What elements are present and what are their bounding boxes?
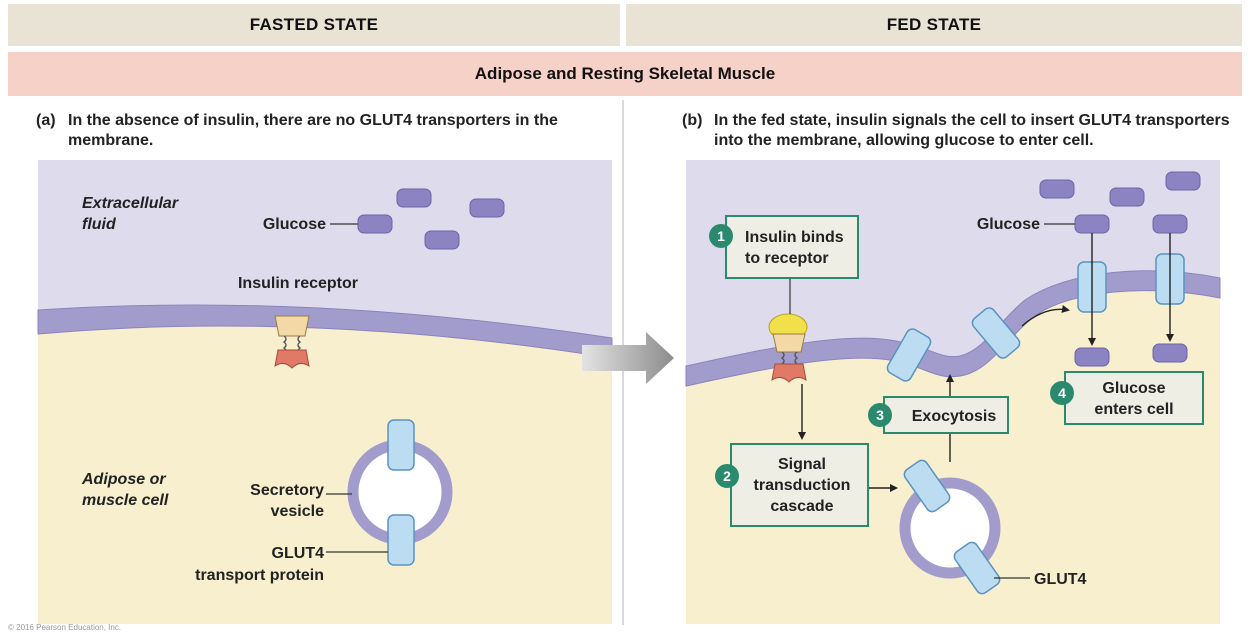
step2-line3: cascade	[770, 498, 833, 515]
caption-a-text: In the absence of insulin, there are no …	[68, 112, 558, 149]
glucose-molecule	[1165, 171, 1201, 191]
step3-box: 3 Exocytosis	[868, 396, 1009, 434]
label-glucose-a: Glucose	[263, 216, 326, 233]
header-fed-state: FED STATE	[626, 4, 1242, 46]
label-cell-line2: muscle cell	[82, 492, 169, 509]
glucose-molecule	[469, 198, 505, 218]
step2-line1: Signal	[778, 456, 826, 473]
step4-badge	[1050, 381, 1074, 405]
label-glut4-line2: transport protein	[195, 567, 324, 584]
glucose-molecule	[357, 214, 393, 234]
step1-box: 1 Insulin binds to receptor	[709, 215, 859, 279]
panel-b-scene: 1 Insulin binds to receptor 2 Signal tra…	[685, 160, 1221, 624]
panel-a-scene: Extracellular fluid Glucose Insulin rece…	[37, 160, 613, 624]
header-fasted-state: FASTED STATE	[8, 4, 620, 46]
glucose-molecule	[1152, 214, 1188, 234]
step1-line2: to receptor	[745, 250, 829, 267]
label-extracellular-line2: fluid	[82, 216, 117, 233]
glucose-molecule	[1152, 343, 1188, 363]
caption-a: (a) In the absence of insulin, there are…	[36, 111, 596, 151]
glut4-transporter	[387, 419, 415, 471]
caption-a-tag: (a)	[36, 112, 56, 129]
step3-badge	[868, 403, 892, 427]
glut4-inserting	[971, 307, 1021, 359]
glut4-transporter	[387, 514, 415, 566]
glucose-molecule	[1074, 214, 1110, 234]
tissue-band: Adipose and Resting Skeletal Muscle	[8, 52, 1242, 96]
glucose-molecule	[1074, 347, 1110, 367]
label-glut4-line1: GLUT4	[272, 545, 325, 562]
copyright-credit: © 2016 Pearson Education, Inc.	[8, 623, 122, 632]
glucose-molecule	[1039, 179, 1075, 199]
step3-line1: Exocytosis	[912, 408, 997, 425]
step4-box: 4 Glucose enters cell	[1050, 371, 1204, 425]
label-glucose-b: Glucose	[977, 216, 1040, 233]
step4-line1: Glucose	[1102, 380, 1165, 397]
step2-number: 2	[723, 468, 731, 484]
glut4-transporter	[903, 459, 951, 513]
step1-line1: Insulin binds	[745, 229, 844, 246]
label-extracellular-line1: Extracellular	[82, 195, 179, 212]
label-insulin-receptor: Insulin receptor	[238, 275, 358, 292]
transition-arrow	[582, 332, 674, 384]
step2-line2: transduction	[754, 477, 851, 494]
glut4-inserting	[886, 328, 932, 382]
step2-badge	[715, 464, 739, 488]
step4-line2: enters cell	[1094, 401, 1173, 418]
glucose-molecule	[396, 188, 432, 208]
caption-b-text: In the fed state, insulin signals the ce…	[714, 112, 1230, 149]
cytoplasm-region-a	[38, 304, 612, 624]
label-cell-line1: Adipose or	[81, 471, 166, 488]
label-vesicle-line1: Secretory	[250, 482, 324, 499]
step2-box: 2 Signal transduction cascade	[715, 443, 869, 527]
glucose-molecule	[1109, 187, 1145, 207]
label-vesicle-line2: vesicle	[271, 503, 324, 520]
glut4-transporter	[953, 541, 1001, 595]
caption-b: (b) In the fed state, insulin signals th…	[682, 111, 1242, 151]
glut4-move-arrow	[1021, 305, 1070, 327]
caption-b-tag: (b)	[682, 112, 703, 129]
step3-number: 3	[876, 407, 884, 423]
glucose-molecule	[424, 230, 460, 250]
label-glut4-b: GLUT4	[1034, 571, 1087, 588]
step1-badge	[709, 224, 733, 248]
step1-number: 1	[717, 228, 725, 244]
insulin-receptor-b	[768, 313, 808, 383]
insulin-receptor-a	[274, 315, 310, 369]
step4-number: 4	[1058, 385, 1066, 401]
